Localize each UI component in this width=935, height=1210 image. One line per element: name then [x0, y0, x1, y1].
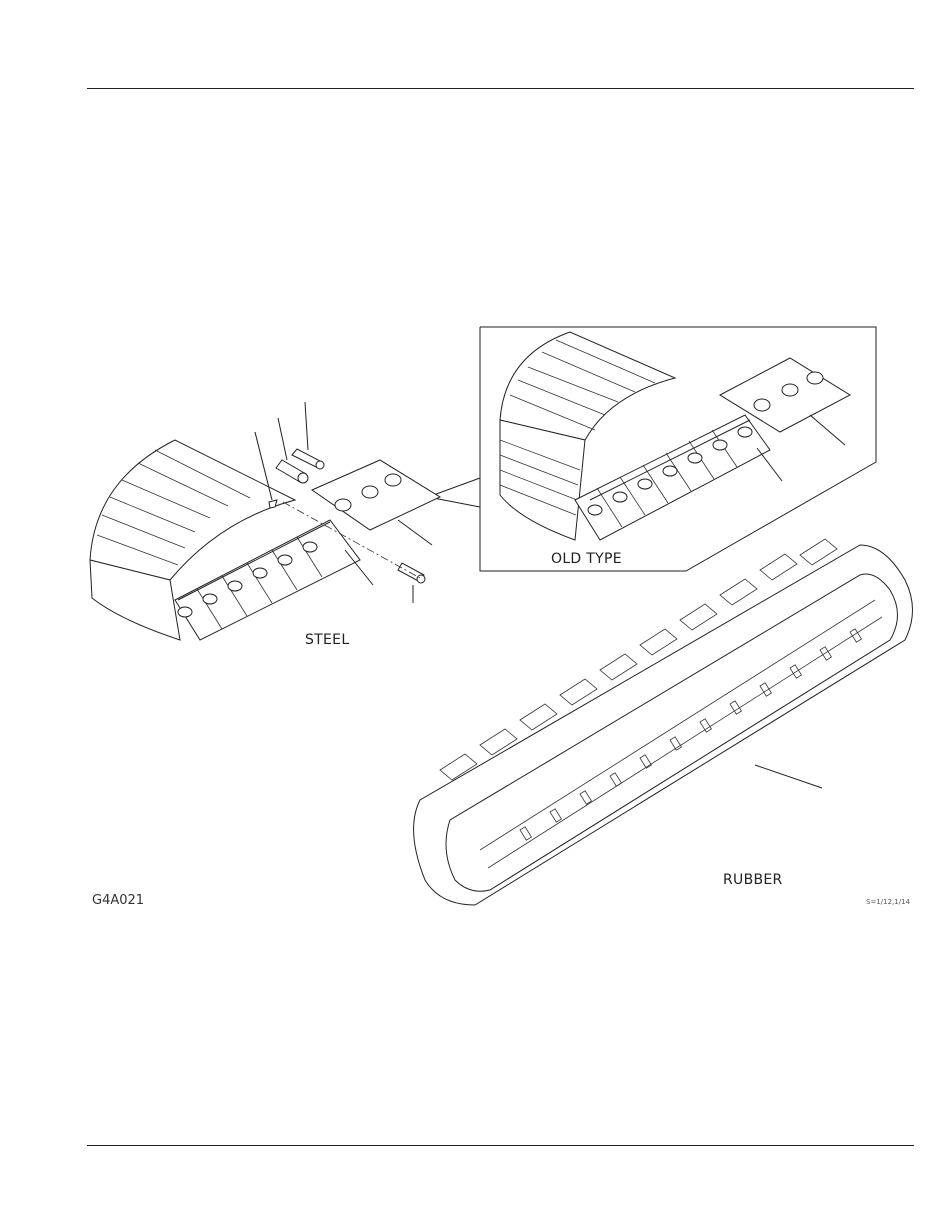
steel-label: STEEL — [305, 632, 350, 648]
steel-track — [89, 401, 442, 641]
figure-code: G4A021 — [92, 893, 145, 908]
old-type-label: OLD TYPE — [551, 551, 622, 567]
old-type-inset-frame — [427, 326, 877, 572]
footer-rule — [87, 1145, 914, 1146]
old-type-track — [499, 331, 852, 541]
scale-note: S=1/12,1/14 — [866, 898, 910, 906]
header-rule — [87, 88, 914, 89]
rubber-track — [413, 538, 913, 906]
rubber-label: RUBBER — [723, 872, 783, 888]
